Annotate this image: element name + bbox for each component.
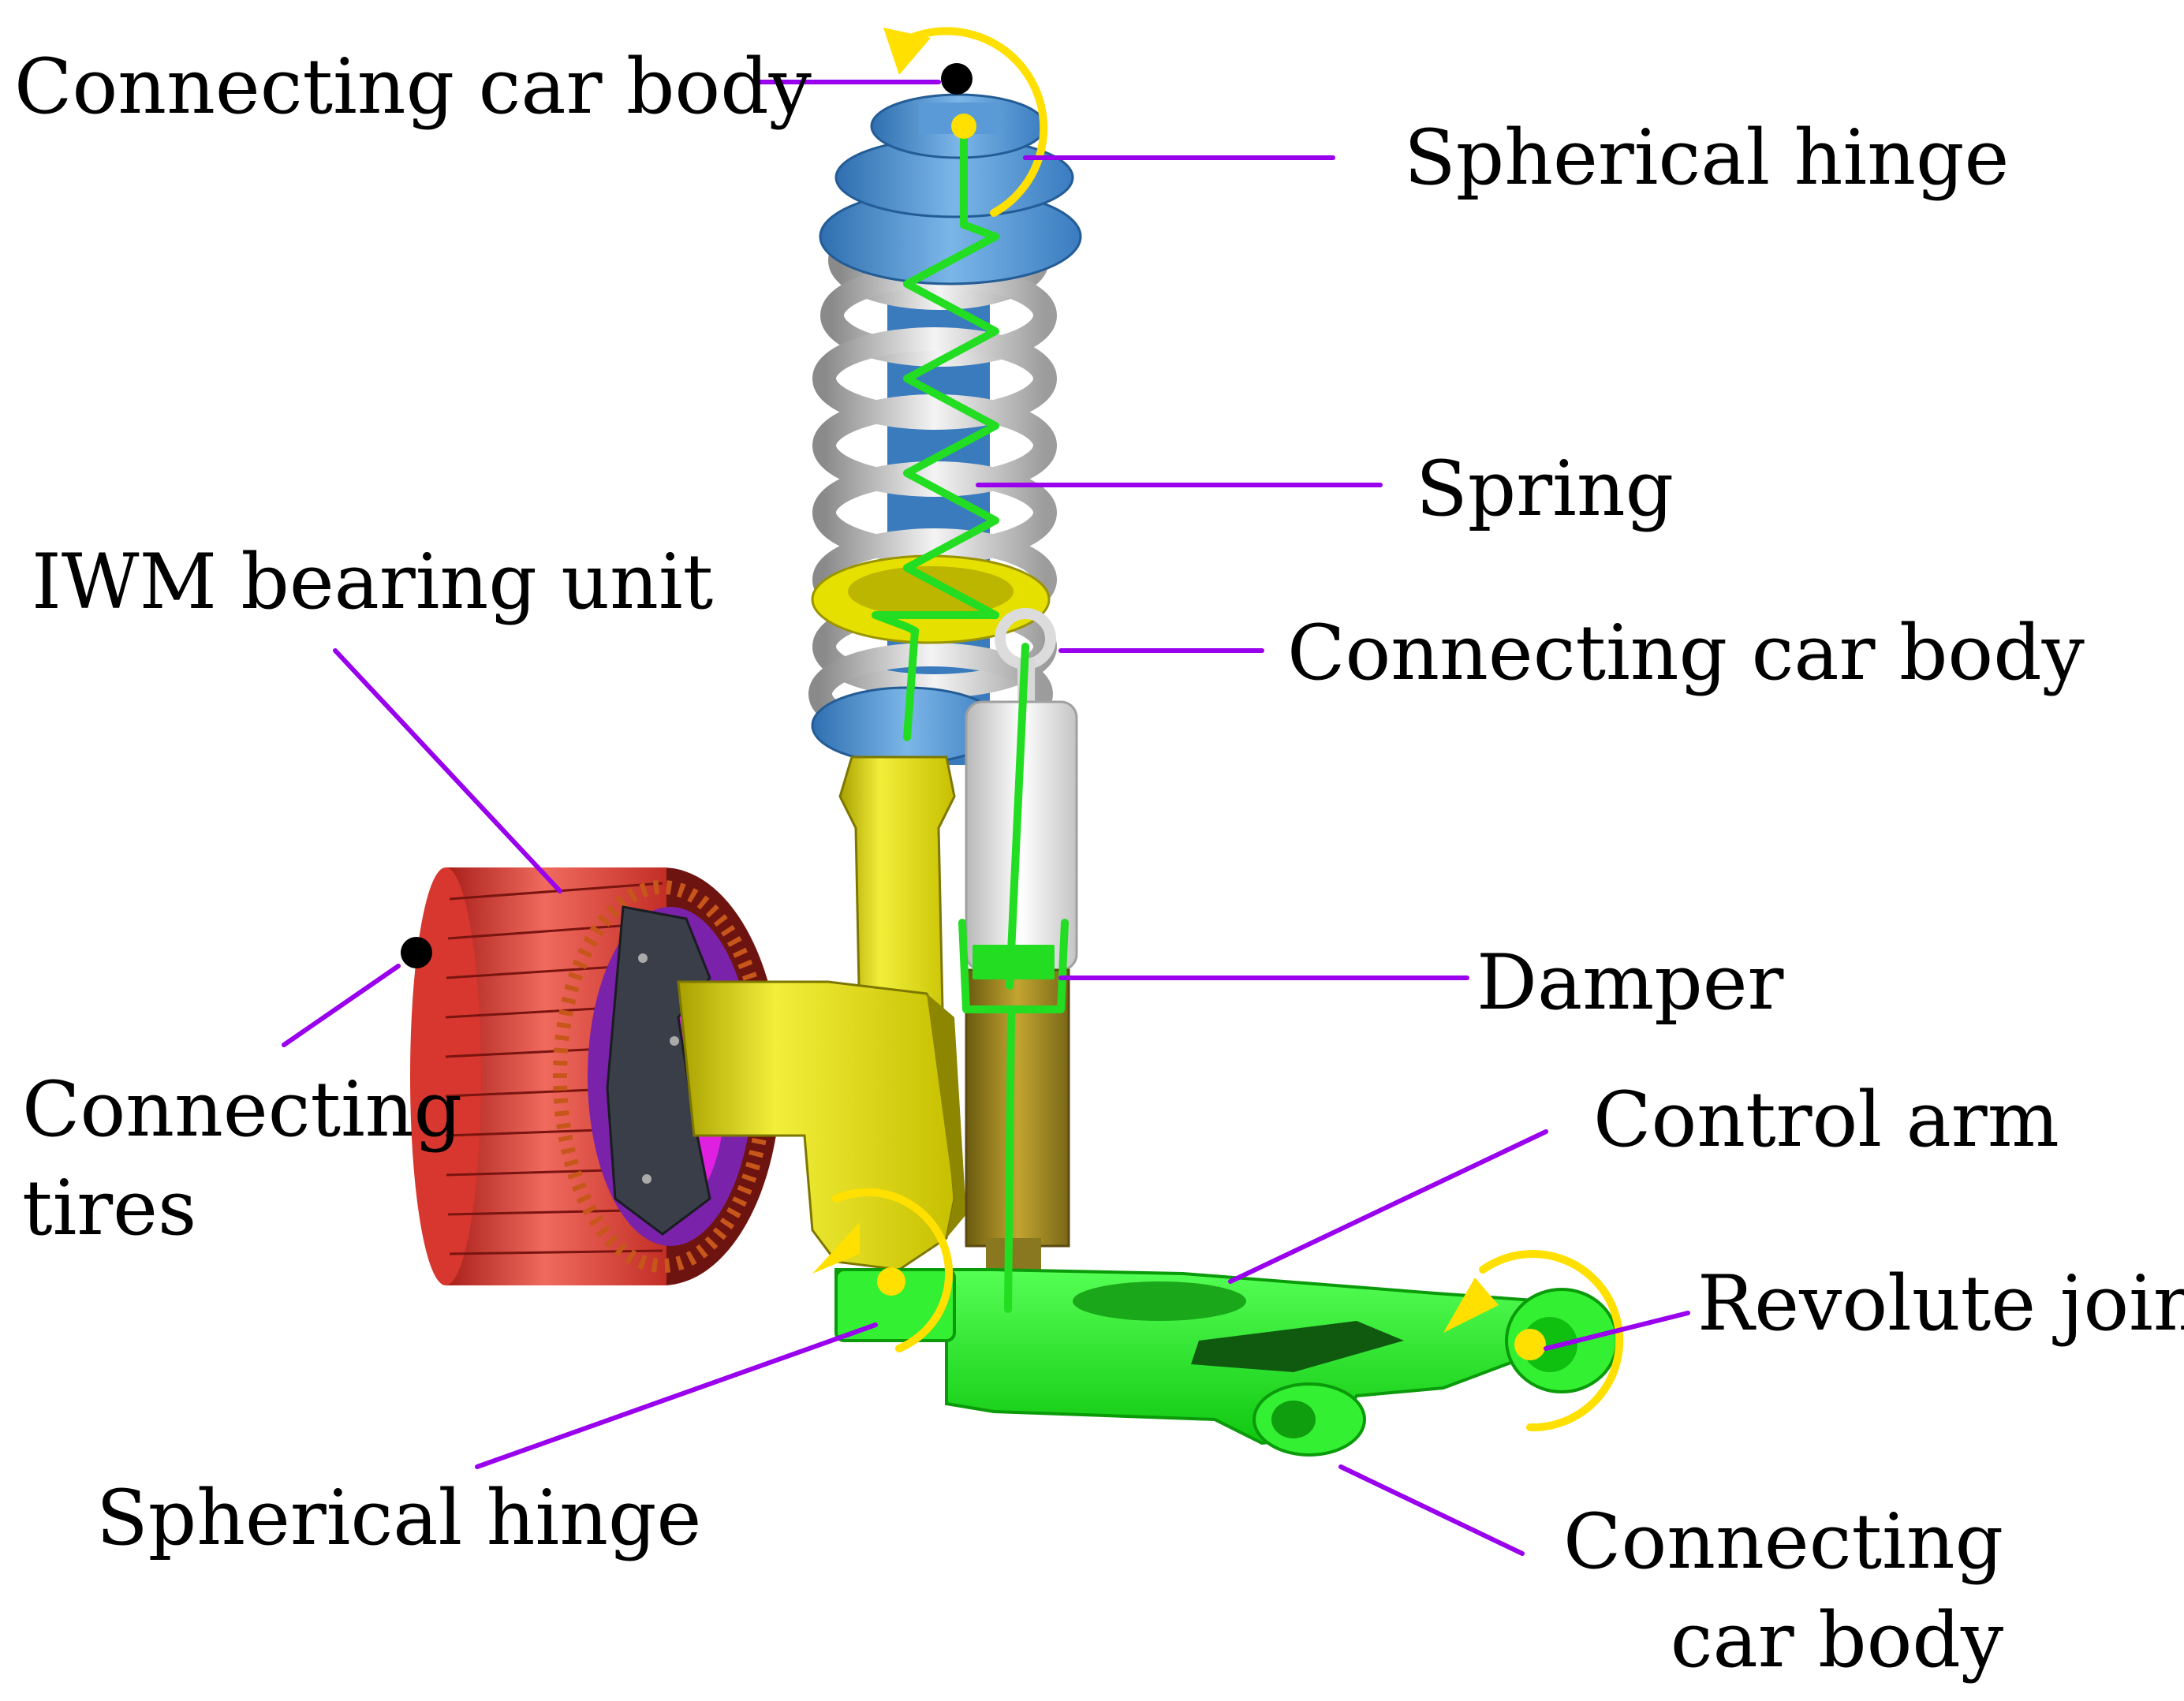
label-iwm-bearing-unit: IWM bearing unit bbox=[32, 538, 714, 626]
label-connecting-car-body-bottom: Connecting car body bbox=[1563, 1498, 2004, 1684]
rotation-arrow-right bbox=[1479, 1250, 1624, 1432]
damper-schematic-rod bbox=[1006, 643, 1029, 990]
label-spherical-hinge-top: Spherical hinge bbox=[1404, 114, 2010, 202]
joint-dot-bottom bbox=[877, 1267, 905, 1296]
rotation-arrow-top bbox=[895, 27, 1048, 217]
label-revolute-joint: Revolute joint bbox=[1697, 1259, 2184, 1348]
control-arm-slot bbox=[1191, 1321, 1404, 1372]
label-connecting-tires: Connecting tires bbox=[22, 1065, 463, 1252]
label-control-arm: Control arm bbox=[1593, 1076, 2059, 1164]
leader-connecting-car-body-bottom bbox=[1338, 1464, 1525, 1556]
arm-bushing-bottom bbox=[1253, 1382, 1366, 1457]
knuckle-side bbox=[927, 994, 966, 1238]
leader-spherical-hinge-bottom bbox=[475, 1322, 878, 1469]
caliper-bolt bbox=[642, 1174, 651, 1184]
spring-schematic bbox=[872, 122, 999, 741]
label-spherical-hinge-bottom: Spherical hinge bbox=[96, 1474, 702, 1562]
caliper-bolt bbox=[638, 953, 648, 963]
leader-lines bbox=[282, 80, 1690, 1556]
label-spring: Spring bbox=[1416, 445, 1674, 533]
control-arm-recess bbox=[1073, 1281, 1246, 1321]
damper-schematic-lower bbox=[1004, 1005, 1015, 1313]
rotation-arrow-bottom bbox=[832, 1188, 954, 1352]
damper-lower-body bbox=[965, 968, 1070, 1248]
joint-dot-right bbox=[1514, 1329, 1546, 1360]
rotation-arrowhead-bottom bbox=[812, 1222, 860, 1274]
ground-point-top bbox=[941, 63, 973, 95]
caliper-bolt bbox=[670, 1036, 679, 1046]
leader-control-arm bbox=[1228, 1129, 1548, 1284]
label-connecting-car-body-mid: Connecting car body bbox=[1287, 609, 2085, 697]
rotation-arrowhead-right bbox=[1443, 1278, 1499, 1333]
tire-front-face bbox=[410, 867, 481, 1285]
leader-revolute-joint bbox=[1544, 1311, 1690, 1351]
damper-schematic-piston bbox=[973, 945, 1055, 979]
tire-assembly bbox=[410, 867, 781, 1285]
label-connecting-car-body-top: Connecting car body bbox=[14, 43, 812, 131]
ground-point-tire bbox=[401, 937, 432, 968]
leader-connecting-tires bbox=[282, 964, 401, 1047]
joint-markers bbox=[812, 27, 1624, 1432]
schematic-overlay bbox=[872, 122, 1069, 1313]
leader-iwm-bearing-unit bbox=[333, 648, 562, 893]
label-damper: Damper bbox=[1477, 938, 1784, 1027]
control-arm bbox=[834, 1268, 1618, 1457]
joint-dot-top bbox=[951, 114, 976, 139]
rotation-arrowhead-top bbox=[883, 28, 931, 75]
